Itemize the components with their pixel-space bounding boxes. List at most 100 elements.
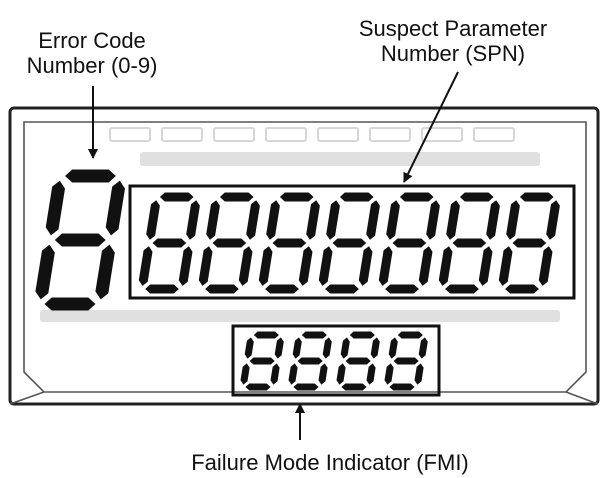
segment-e	[336, 363, 346, 385]
segment-g	[297, 357, 323, 365]
error-code-label-line-1: Error Code	[38, 28, 146, 53]
segment-d	[44, 297, 96, 311]
segment-b	[274, 337, 284, 359]
segment-c	[238, 246, 253, 286]
segment-b	[418, 337, 428, 359]
spn-digit-4	[318, 192, 380, 294]
segment-a	[65, 169, 116, 183]
segment-b	[322, 337, 332, 359]
spn-label-line-1: Suspect Parameter	[358, 16, 548, 41]
segment-e	[288, 363, 298, 385]
segment-a	[349, 331, 375, 339]
segment-d	[341, 383, 367, 391]
segment-a	[219, 192, 254, 202]
segment-e	[258, 246, 273, 286]
segment-f	[244, 337, 254, 359]
segment-e	[438, 246, 453, 286]
segment-f	[45, 180, 65, 236]
bevel-corner-left	[9, 391, 45, 405]
spn-digit-2	[198, 192, 260, 294]
error-code-digit-group	[35, 169, 125, 311]
segment-g	[212, 238, 247, 248]
ghost-text-rows	[40, 152, 560, 322]
segment-c	[538, 246, 553, 286]
segment-b	[546, 200, 560, 240]
segment-d	[205, 284, 239, 294]
spn-digit-7	[498, 192, 560, 294]
segment-b	[486, 200, 500, 240]
segment-g	[512, 238, 547, 248]
segment-d	[445, 284, 479, 294]
spn-arrow	[403, 71, 459, 183]
fmi-digit-2	[288, 331, 332, 391]
segment-d	[245, 383, 271, 391]
segment-f	[206, 200, 220, 240]
error-code-digit	[35, 169, 125, 311]
segment-b	[186, 200, 200, 240]
segment-b	[246, 200, 260, 240]
segment-g	[152, 238, 187, 248]
spn-digit-5	[378, 192, 440, 294]
segment-c	[178, 246, 193, 286]
segment-d	[325, 284, 359, 294]
segment-b	[366, 200, 380, 240]
error-code-label: Error Code Number (0-9)	[4, 28, 180, 78]
spn-digit-group	[138, 192, 560, 294]
segment-c	[358, 246, 373, 286]
ghost-indicators	[109, 127, 515, 142]
segment-c	[418, 246, 433, 286]
segment-a	[519, 192, 554, 202]
segment-c	[318, 363, 328, 385]
fmi-label: Failure Mode Indicator (FMI)	[191, 450, 469, 475]
segment-b	[426, 200, 440, 240]
segment-c	[298, 246, 313, 286]
segment-d	[505, 284, 539, 294]
segment-b	[105, 180, 125, 236]
segment-d	[385, 284, 419, 294]
segment-g	[393, 357, 419, 365]
segment-d	[265, 284, 299, 294]
segment-g	[249, 357, 275, 365]
segment-f	[340, 337, 350, 359]
segment-d	[293, 383, 319, 391]
segment-a	[301, 331, 327, 339]
segment-f	[326, 200, 340, 240]
segment-e	[240, 363, 250, 385]
segment-a	[279, 192, 314, 202]
segment-f	[146, 200, 160, 240]
fmi-box	[231, 324, 441, 397]
spn-digit-6	[438, 192, 500, 294]
segment-f	[386, 200, 400, 240]
spn-digit-3	[258, 192, 320, 294]
segment-e	[498, 246, 513, 286]
segment-g	[345, 357, 371, 365]
segment-e	[138, 246, 153, 286]
segment-c	[95, 244, 115, 300]
segment-c	[478, 246, 493, 286]
segment-a	[159, 192, 194, 202]
segment-b	[370, 337, 380, 359]
segment-e	[318, 246, 333, 286]
segment-f	[388, 337, 398, 359]
segment-g	[332, 238, 367, 248]
bevel-corner-right	[565, 391, 599, 405]
segment-c	[270, 363, 280, 385]
segment-a	[339, 192, 374, 202]
segment-f	[506, 200, 520, 240]
fmi-digit-group	[240, 331, 428, 391]
spn-label-line-2: Number (SPN)	[380, 41, 526, 66]
segment-e	[378, 246, 393, 286]
segment-g	[54, 233, 106, 247]
segment-c	[414, 363, 424, 385]
fmi-digit-3	[336, 331, 380, 391]
segment-g	[452, 238, 487, 248]
segment-a	[399, 192, 434, 202]
segment-g	[272, 238, 307, 248]
fmi-digit-4	[384, 331, 428, 391]
spn-digit-1	[138, 192, 200, 294]
segment-b	[306, 200, 320, 240]
fmi-digit-1	[240, 331, 284, 391]
segment-e	[198, 246, 213, 286]
segment-c	[366, 363, 376, 385]
